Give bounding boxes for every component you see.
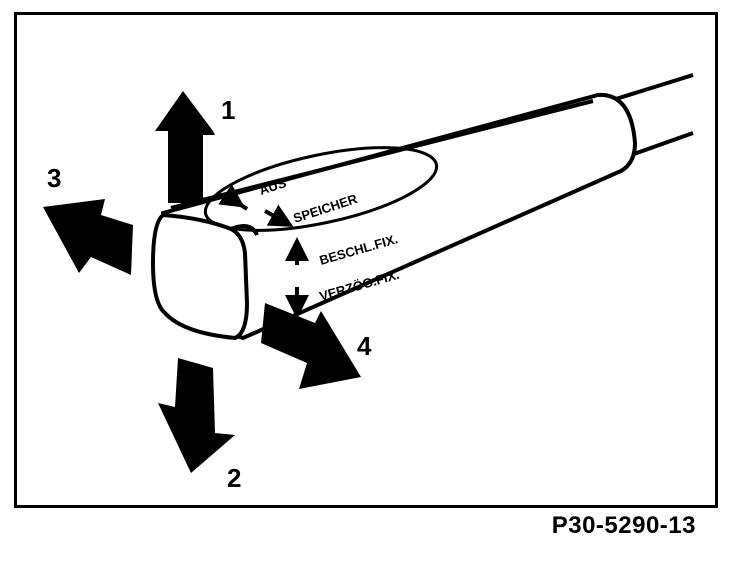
arrow-label-4: 4: [357, 331, 372, 361]
arrow-right-down-icon: [261, 303, 361, 389]
lever-diagram: AUS SPEICHER BESCHL.FIX. VERZÖG.FIX. 1 2…: [43, 73, 694, 493]
arrow-left-icon: [43, 199, 133, 275]
memory-oval: [203, 146, 439, 232]
arrow-up-icon: [155, 91, 215, 203]
aus-arrow-icon: [218, 184, 249, 211]
figure-caption: P30-5290-13: [551, 512, 696, 539]
arrow-down-icon: [158, 358, 235, 473]
arrow-label-2: 2: [227, 463, 241, 493]
arrow-label-3: 3: [47, 163, 61, 193]
lever-body: [150, 92, 638, 341]
arrow-label-1: 1: [221, 95, 235, 125]
speicher-arrow-icon: [264, 204, 294, 227]
diagram-frame: AUS SPEICHER BESCHL.FIX. VERZÖG.FIX. 1 2…: [14, 12, 718, 508]
switch-arrows: [218, 184, 309, 319]
